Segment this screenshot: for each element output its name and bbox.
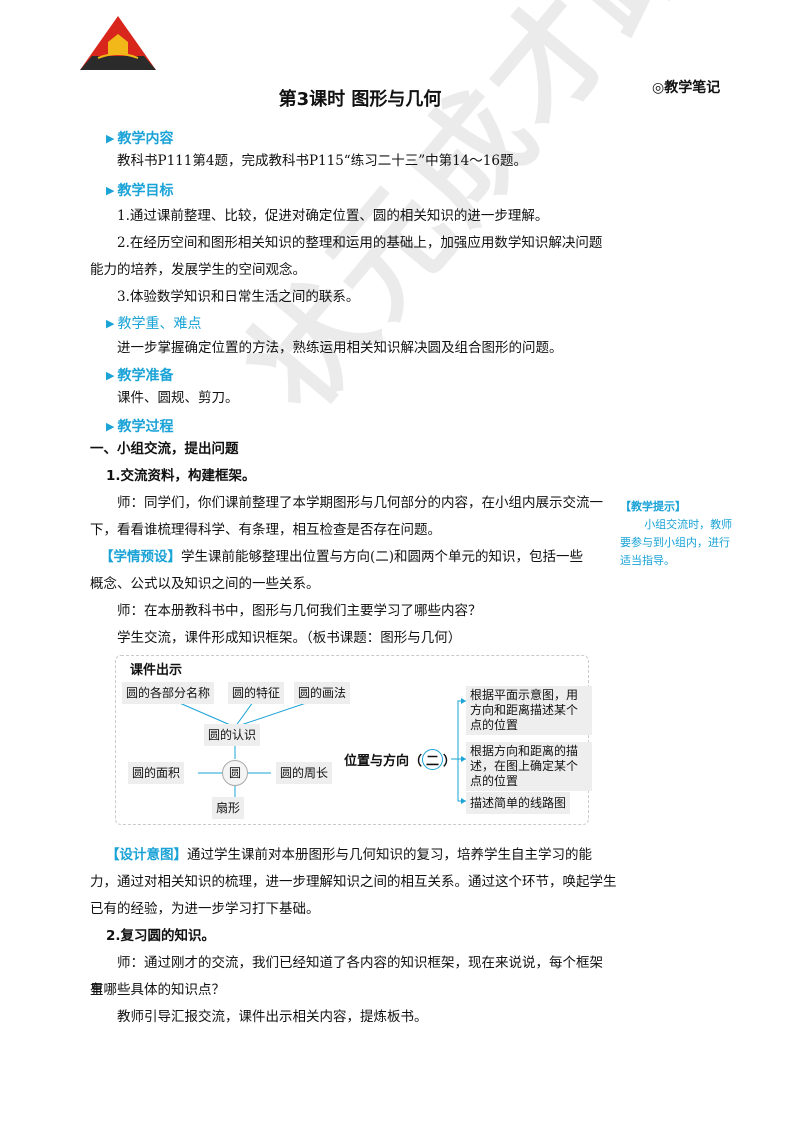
- objective-2-line1: 2.在经历空间和图形相关知识的整理和运用的基础上，加强应用数学知识解决问题: [117, 235, 603, 251]
- design-intent-line-c: 已有的经验，为进一步学习打下基础。: [90, 901, 320, 917]
- teacher-line-1b: 下，看看谁梳理得科学、有条理，相互检查是否存在问题。: [90, 522, 441, 538]
- triangle-icon: ▶: [106, 184, 115, 197]
- publisher-logo: [80, 16, 156, 70]
- design-intent-label: 【设计意图】: [106, 847, 187, 863]
- node-circle-parts: 圆的各部分名称: [122, 682, 215, 704]
- node-position-direction: 位置与方向（二）: [344, 749, 456, 770]
- teacher-line-1a: 师：同学们，你们课前整理了本学期图形与几何部分的内容，在小组内展示交流一: [117, 495, 603, 511]
- objective-2-line2: 能力的培养，发展学生的空间观念。: [90, 262, 306, 278]
- triangle-icon: ▶: [106, 132, 115, 145]
- section-heading-key-points: ▶教学重、难点: [106, 316, 202, 332]
- design-intent-line-b: 力，通过对相关知识的梳理，进一步理解知识之间的相互关系。通过这个环节，唤起学生: [90, 874, 617, 890]
- teacher-line-2b: 有哪些具体的知识点？: [90, 982, 225, 998]
- node-describe-position: 根据平面示意图，用方向和距离描述某个点的位置: [466, 686, 592, 735]
- node-route-map: 描述简单的线路图: [466, 792, 571, 814]
- student-preset-line-a: 【学情预设】学生课前能够整理出位置与方向(二)和圆两个单元的知识，包括一些: [100, 549, 584, 565]
- node-circle-understanding: 圆的认识: [204, 724, 261, 746]
- lesson-title: 第3课时 图形与几何: [278, 89, 442, 110]
- step-1-title: 一、小组交流，提出问题: [90, 441, 239, 457]
- triangle-icon: ▶: [106, 317, 115, 330]
- teaching-tip-title: 【教学提示】: [620, 500, 686, 513]
- content-text: 教科书P111第4题，完成教科书P115“练习二十三”中第14～16题。: [117, 153, 527, 169]
- sub-step-2: 2.复习圆的知识。: [106, 928, 216, 944]
- design-intent-line-a: 【设计意图】通过学生课前对本册图形与几何知识的复习，培养学生自主学习的能: [106, 847, 592, 863]
- triangle-icon: ▶: [106, 420, 115, 433]
- teaching-tip-text: 小组交流时，教师要参与到小组内，进行适当指导。: [620, 518, 733, 567]
- key-points-text: 进一步掌握确定位置的方法，熟练运用相关知识解决圆及组合图形的问题。: [117, 340, 563, 356]
- node-sector: 扇形: [212, 797, 245, 819]
- node-locate-position: 根据方向和距离的描述，在图上确定某个点的位置: [466, 742, 592, 791]
- student-preset-line-b: 概念、公式以及知识之间的一些关系。: [90, 576, 320, 592]
- node-circle-features: 圆的特征: [228, 682, 285, 704]
- student-preset-label: 【学情预设】: [100, 549, 181, 565]
- node-circle: 圆: [222, 760, 248, 786]
- section-heading-objectives: ▶教学目标: [106, 183, 174, 199]
- teacher-guide: 教师引导汇报交流，课件出示相关内容，提炼板书。: [117, 1009, 428, 1025]
- node-circle-area: 圆的面积: [128, 762, 185, 784]
- node-circle-drawing: 圆的画法: [294, 682, 351, 704]
- objective-1: 1.通过课前整理、比较，促进对确定位置、圆的相关知识的进一步理解。: [117, 208, 549, 224]
- section-heading-content: ▶教学内容: [106, 131, 174, 147]
- diagram-title: 课件出示: [130, 663, 183, 678]
- node-circle-perimeter: 圆的周长: [276, 762, 333, 784]
- sub-step-1: 1.交流资料，构建框架。: [106, 468, 256, 484]
- student-exchange: 学生交流，课件形成知识框架。（板书课题：图形与几何）: [117, 630, 462, 646]
- section-heading-process: ▶教学过程: [106, 419, 174, 435]
- triangle-icon: ▶: [106, 369, 115, 382]
- objective-3: 3.体验数学知识和日常生活之间的联系。: [117, 289, 360, 305]
- teaching-notes-label: ◎教学笔记: [652, 80, 721, 96]
- teaching-tip: 【教学提示】 小组交流时，教师要参与到小组内，进行适当指导。: [620, 498, 740, 570]
- prep-text: 课件、圆规、剪刀。: [117, 390, 239, 406]
- section-heading-prep: ▶教学准备: [106, 368, 174, 384]
- knowledge-framework-diagram: 课件出示 圆的各部分名称 圆的特征 圆的画法 圆的认识 圆的面积 圆 圆的周长 …: [115, 655, 592, 825]
- teacher-line-2a: 师：通过刚才的交流，我们已经知道了各内容的知识框架，现在来说说，每个框架里: [90, 955, 603, 998]
- teacher-question: 师：在本册教科书中，图形与几何我们主要学习了哪些内容？: [117, 603, 482, 619]
